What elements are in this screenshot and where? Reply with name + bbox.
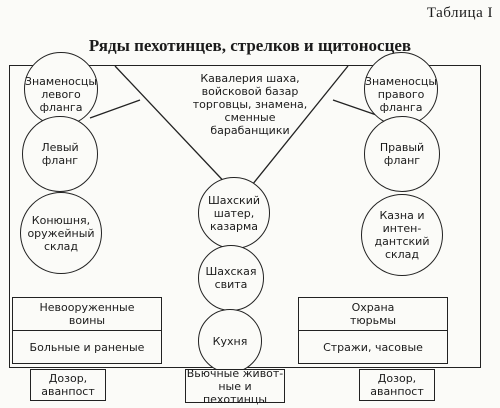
left-standard-bearers-circle: Знаменосцы левого фланга <box>24 52 98 126</box>
shah-retinue-circle: Шахская свита <box>198 245 264 311</box>
shah-tent-circle: Шахский шатер, казарма <box>198 177 270 249</box>
left-rear-box: Невооруженные воины Больные и раненые <box>12 297 162 364</box>
treasury-circle: Казна и интен- дантский склад <box>361 194 443 276</box>
right-rear-box: Охрана тюрьмы Стражи, часовые <box>298 297 448 364</box>
kitchen-label: Кухня <box>212 334 248 348</box>
stable-circle: Конюшня, оружейный склад <box>20 192 102 274</box>
left-standard-bearers-label: Знаменосцы левого фланга <box>24 74 98 114</box>
sentries-cell: Стражи, часовые <box>299 330 447 363</box>
prison-guard-cell: Охрана тюрьмы <box>349 301 397 327</box>
left-v-line <box>114 65 233 191</box>
kitchen-circle: Кухня <box>198 309 262 373</box>
right-standard-bearers-label: Знаменосцы правого фланга <box>364 74 438 114</box>
right-patrol-box: Дозор, аванпост <box>359 369 435 401</box>
page-title: Ряды пехотинцев, стрелков и щитоносцев <box>88 36 412 55</box>
shah-retinue-label: Шахская свита <box>205 265 257 291</box>
right-flank-circle: Правый фланг <box>364 116 440 192</box>
left-flank-connector <box>89 99 141 119</box>
shah-tent-label: Шахский шатер, казарма <box>207 193 260 233</box>
cavalry-label: Кавалерия шаха, войсковой базар торговцы… <box>192 72 308 137</box>
left-patrol-box: Дозор, аванпост <box>30 369 106 401</box>
sick-wounded-cell: Больные и раненые <box>13 330 161 363</box>
left-flank-label: Левый фланг <box>41 141 79 167</box>
pack-animals-box: Вьючные живот- ные и пехотинцы <box>185 366 285 406</box>
left-flank-circle: Левый фланг <box>22 116 98 192</box>
right-standard-bearers-circle: Знаменосцы правого фланга <box>364 52 438 126</box>
right-flank-label: Правый фланг <box>379 141 425 167</box>
treasury-label: Казна и интен- дантский склад <box>374 209 430 261</box>
right-v-line <box>247 65 349 191</box>
table-number: Таблица I <box>426 5 493 21</box>
unarmed-warriors-cell: Невооруженные воины <box>39 301 135 327</box>
stable-label: Конюшня, оружейный склад <box>27 213 95 253</box>
